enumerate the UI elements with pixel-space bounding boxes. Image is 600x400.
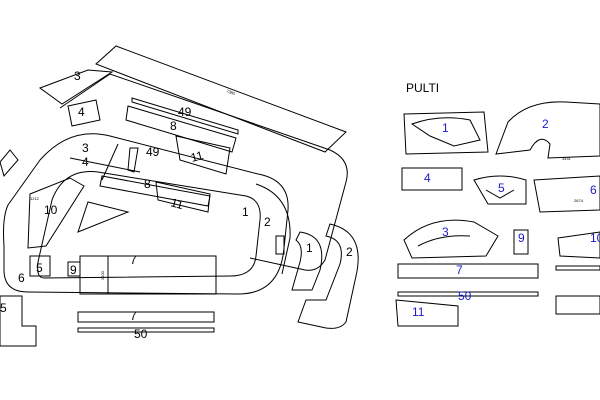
right-piece-50 [397, 291, 539, 297]
piece-8-top [125, 105, 237, 153]
dim-3441: 3441 [562, 156, 572, 161]
label-10: 10 [44, 203, 58, 217]
piece-5-corner [0, 295, 37, 347]
right-piece-10 [557, 231, 600, 259]
label-8-top: 8 [170, 119, 177, 133]
label-11: 11 [169, 195, 185, 212]
track-outer [3, 133, 289, 295]
right-piece-6 [533, 175, 600, 213]
enclosure-outline [59, 73, 348, 271]
label-5-corner: 5 [0, 301, 7, 315]
label-49: 49 [146, 145, 160, 159]
right-piece-5 [473, 175, 527, 205]
dim-7380: 7380 [226, 88, 237, 96]
dim-10: 1212 [30, 196, 40, 201]
piece-left-slant [0, 149, 19, 178]
panel-7380 [95, 45, 347, 153]
piece-49-track [127, 147, 139, 173]
right-label-11: 11 [412, 305, 425, 319]
piece-2-outside [297, 223, 359, 329]
piece-1-outside [291, 231, 323, 291]
label-5: 5 [36, 261, 43, 275]
right-label-1: 1 [442, 121, 449, 135]
label-11-top: 11 [189, 148, 205, 165]
piece-11-top [175, 135, 231, 175]
label-4-top: 4 [78, 105, 85, 119]
label-2-outside: 2 [346, 245, 353, 259]
track-divider-a [69, 157, 141, 173]
right-piece-2 [495, 101, 600, 159]
piece-7 [79, 255, 217, 295]
label-2: 2 [264, 215, 271, 229]
piece-5 [29, 255, 51, 277]
label-7: 7 [130, 253, 137, 267]
right-label-9: 9 [518, 231, 525, 245]
right-label-5: 5 [498, 181, 505, 195]
piece-8-track [99, 175, 211, 207]
piece-4-top [67, 99, 101, 127]
right-piece-4 [401, 167, 463, 191]
right-label-4: 4 [424, 171, 431, 185]
label-9: 9 [70, 263, 77, 277]
dim-2674: 2674 [574, 198, 584, 203]
right-label-50: 50 [458, 289, 472, 303]
right-piece-1 [403, 111, 489, 155]
label-49-top: 49 [178, 105, 192, 119]
right-label-2: 2 [542, 117, 549, 131]
right-label-7: 7 [456, 263, 463, 277]
piece-small-right [275, 235, 285, 255]
right-piece-7 [397, 263, 539, 279]
right-piece-11b [555, 295, 600, 315]
piece-2-curve [255, 183, 291, 275]
piece-50-bottom [77, 327, 215, 333]
label-3-top: 3 [74, 69, 81, 83]
label-1-outside: 1 [306, 241, 313, 255]
dim-7: 2100 [100, 270, 105, 280]
right-piece-3 [403, 219, 499, 259]
triangle-marker [77, 201, 130, 233]
piece-7-bottom [77, 311, 215, 323]
right-piece-7b [555, 265, 600, 271]
track-divider-b [101, 143, 119, 181]
right-label-6: 6 [590, 183, 597, 197]
label-50-bottom: 50 [134, 327, 148, 341]
piece-11-track [155, 181, 211, 213]
right-label-3: 3 [442, 225, 449, 239]
right-label-10: 10 [590, 231, 600, 245]
label-8: 8 [144, 177, 151, 191]
right-piece-9 [513, 229, 529, 255]
piece-3-top [38, 69, 114, 105]
label-6: 6 [18, 271, 25, 285]
label-4: 4 [82, 155, 89, 169]
right-piece-11 [395, 299, 459, 327]
label-7-bottom: 7 [130, 309, 137, 323]
track-inner [37, 171, 261, 279]
label-3: 3 [82, 141, 89, 155]
title-pulti: PULTI [406, 81, 439, 95]
label-1: 1 [242, 205, 249, 219]
piece-10 [27, 177, 85, 249]
piece-49-top [131, 97, 239, 135]
